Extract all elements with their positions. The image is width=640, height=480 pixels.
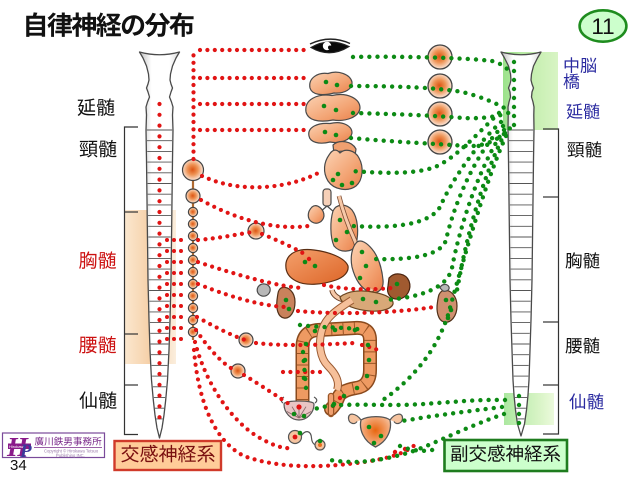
svg-text:Publishing INC.: Publishing INC.	[56, 453, 85, 458]
svg-text:Hirokawa: Hirokawa	[9, 444, 26, 449]
svg-text:Copyright © Hirokawa Tetsuo: Copyright © Hirokawa Tetsuo	[44, 449, 99, 454]
svg-text:P: P	[19, 441, 32, 462]
svg-text:34: 34	[10, 457, 27, 474]
svg-text:11: 11	[591, 14, 614, 39]
